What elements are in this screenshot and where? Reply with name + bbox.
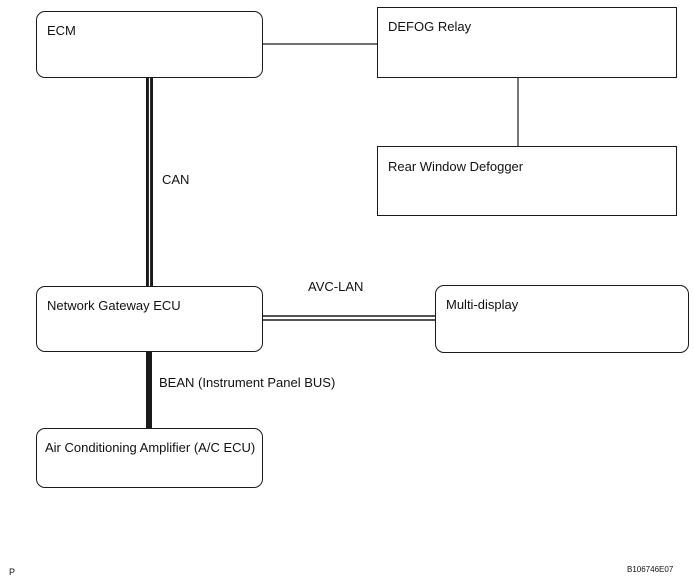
avc-lan-bus-label: AVC-LAN [308, 279, 364, 294]
figure-code: B106746E07 [627, 565, 674, 574]
ecm-label: ECM [47, 23, 76, 38]
network-gateway-ecu-label: Network Gateway ECU [47, 298, 181, 313]
rear-window-defogger-box: Rear Window Defogger [377, 146, 677, 216]
multi-display-label: Multi-display [446, 297, 519, 312]
bean-bus-line [146, 352, 152, 428]
corner-mark-p: P [9, 567, 16, 577]
defog-relay-label: DEFOG Relay [388, 19, 472, 34]
avc-lan-bus-line [263, 315, 435, 321]
rear-window-defogger-label: Rear Window Defogger [388, 159, 524, 174]
air-conditioning-amplifier-box: Air Conditioning Amplifier (A/C ECU) [36, 428, 263, 488]
network-gateway-ecu-box: Network Gateway ECU [36, 286, 263, 352]
can-bus-label: CAN [162, 172, 190, 187]
defog-relay-box: DEFOG Relay [377, 7, 677, 78]
ecm-box: ECM [36, 11, 263, 78]
bean-bus-label: BEAN (Instrument Panel BUS) [159, 375, 336, 390]
air-conditioning-amplifier-label: Air Conditioning Amplifier (A/C ECU) [45, 440, 256, 455]
can-bus-line [146, 78, 153, 286]
multi-display-box: Multi-display [435, 285, 689, 353]
